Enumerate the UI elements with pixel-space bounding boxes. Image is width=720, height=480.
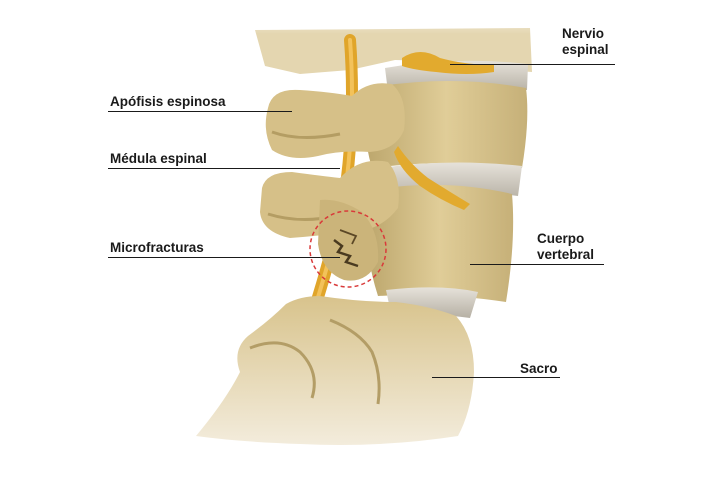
label-microfractures: Microfracturas: [110, 240, 204, 255]
label-spinal-cord: Médula espinal: [110, 151, 207, 166]
upper-vertebra: [255, 28, 532, 74]
leader-line-spinal-nerve: [450, 64, 615, 65]
label-spinous-process: Apófisis espinosa: [110, 94, 226, 109]
leader-line-microfractures: [108, 257, 340, 258]
vertebral-body-lower: [366, 184, 514, 302]
leader-line-spinal-cord: [108, 168, 340, 169]
leader-line-spinous-process: [108, 111, 292, 112]
leader-line-sacrum: [432, 377, 560, 378]
label-spinal-nerve-line2: espinal: [562, 42, 609, 57]
vertebral-body-upper: [364, 81, 528, 168]
label-spinal-nerve: Nervio espinal: [562, 26, 622, 58]
label-vertebral-body: Cuerpo vertebral: [537, 231, 607, 263]
label-spinal-nerve-line1: Nervio: [562, 26, 605, 41]
spinal-nerve-lower: [394, 146, 470, 210]
leader-line-vertebral-body: [470, 264, 604, 265]
pars-interarticularis: [318, 199, 379, 281]
label-vertebral-body-line1: Cuerpo: [537, 231, 585, 246]
microfracture-highlight: [309, 210, 387, 288]
spinal-nerve-upper: [402, 52, 494, 74]
fracture-crack: [333, 239, 359, 268]
spinous-process-upper: [265, 83, 405, 158]
sacrum: [196, 296, 474, 445]
label-vertebral-body-line2: vertebral: [537, 247, 595, 262]
label-sacrum: Sacro: [520, 361, 558, 376]
